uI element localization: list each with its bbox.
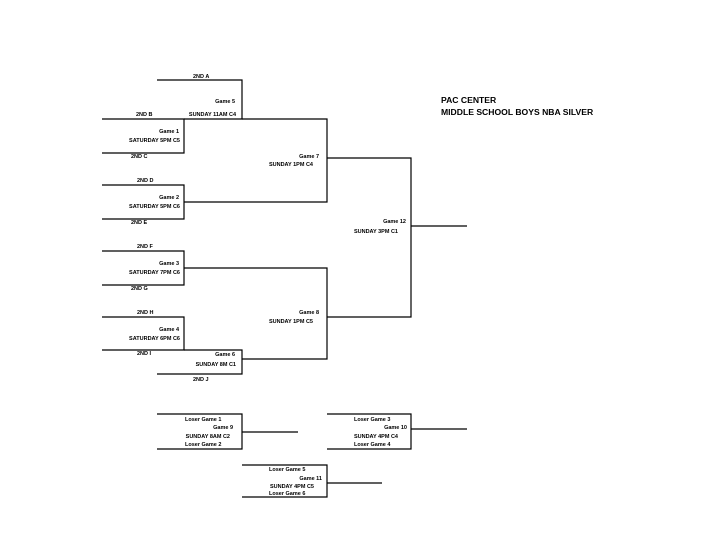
game-2-time: SATURDAY 5PM C6	[129, 204, 180, 210]
game-9-bottom-entry: Loser Game 2	[185, 442, 221, 448]
game-6-bracket: Game 6 SUNDAY 8M C1 2ND J	[157, 349, 243, 383]
game-7-label: Game 7	[299, 154, 319, 160]
game-6-label: Game 6	[215, 352, 235, 358]
game-4-label: Game 4	[159, 327, 180, 333]
game-5-bracket: 2ND A Game 5 SUNDAY 11AM C4	[157, 74, 243, 120]
game-5-label: Game 5	[215, 99, 235, 105]
seed-2nd-h: 2ND H	[137, 310, 154, 316]
game-9-top-entry: Loser Game 1	[185, 417, 221, 423]
game-1-label: Game 1	[159, 129, 179, 135]
game-11-time: SUNDAY 4PM C5	[270, 484, 314, 490]
game-10-label: Game 10	[384, 425, 407, 431]
game-8-time: SUNDAY 1PM C5	[269, 319, 313, 325]
game-6-time: SUNDAY 8M C1	[196, 362, 236, 368]
game-10-bottom-entry: Loser Game 4	[354, 442, 391, 448]
game-1-time: SATURDAY 5PM C5	[129, 138, 180, 144]
game-11-label: Game 11	[299, 476, 322, 482]
seed-2nd-a: 2ND A	[193, 74, 209, 80]
seed-2nd-j: 2ND J	[193, 377, 209, 383]
game-3-label: Game 3	[159, 261, 179, 267]
game-9-label: Game 9	[213, 425, 233, 431]
seed-2nd-e: 2ND E	[131, 220, 148, 226]
game-8-bracket: Game 8 SUNDAY 1PM C5	[184, 267, 328, 360]
game-3-bracket: 2ND F Game 3 SATURDAY 7PM C6 2ND G	[102, 244, 185, 292]
seed-2nd-c: 2ND C	[131, 154, 148, 160]
game-7-bracket: Game 7 SUNDAY 1PM C4	[184, 118, 328, 203]
game-9-bracket: Loser Game 1 Game 9 SUNDAY 8AM C2 Loser …	[157, 413, 298, 450]
seed-2nd-i: 2ND I	[137, 351, 152, 357]
game-11-bracket: Loser Game 5 Game 11 SUNDAY 4PM C5 Loser…	[242, 464, 382, 498]
game-2-bracket: 2ND D Game 2 SATURDAY 5PM C6 2ND E	[102, 178, 185, 226]
game-9-time: SUNDAY 8AM C2	[186, 434, 230, 440]
game-4-bracket: 2ND H Game 4 SATURDAY 6PM C6 2ND I	[102, 310, 185, 357]
game-12-label: Game 12	[383, 219, 406, 225]
game-10-bracket: Loser Game 3 Game 10 SUNDAY 4PM C4 Loser…	[327, 413, 467, 450]
seed-2nd-g: 2ND G	[131, 286, 148, 292]
game-7-time: SUNDAY 1PM C4	[269, 162, 314, 168]
title-line-2: MIDDLE SCHOOL BOYS NBA SILVER	[441, 107, 594, 117]
seed-2nd-b: 2ND B	[136, 112, 153, 118]
title-line-1: PAC CENTER	[441, 95, 497, 105]
game-11-bottom-entry: Loser Game 6	[269, 491, 305, 497]
seed-2nd-f: 2ND F	[137, 244, 154, 250]
game-1-bracket: 2ND B Game 1 SATURDAY 5PM C5 2ND C	[102, 112, 185, 160]
game-10-time: SUNDAY 4PM C4	[354, 434, 399, 440]
game-3-time: SATURDAY 7PM C6	[129, 270, 180, 276]
game-10-top-entry: Loser Game 3	[354, 417, 390, 423]
seed-2nd-d: 2ND D	[137, 178, 154, 184]
game-8-label: Game 8	[299, 310, 319, 316]
game-12-bracket: Game 12 SUNDAY 3PM C1	[327, 157, 467, 318]
game-4-time: SATURDAY 6PM C6	[129, 336, 180, 342]
game-12-time: SUNDAY 3PM C1	[354, 229, 398, 235]
game-5-time: SUNDAY 11AM C4	[189, 112, 237, 118]
game-2-label: Game 2	[159, 195, 179, 201]
game-11-top-entry: Loser Game 5	[269, 467, 305, 473]
